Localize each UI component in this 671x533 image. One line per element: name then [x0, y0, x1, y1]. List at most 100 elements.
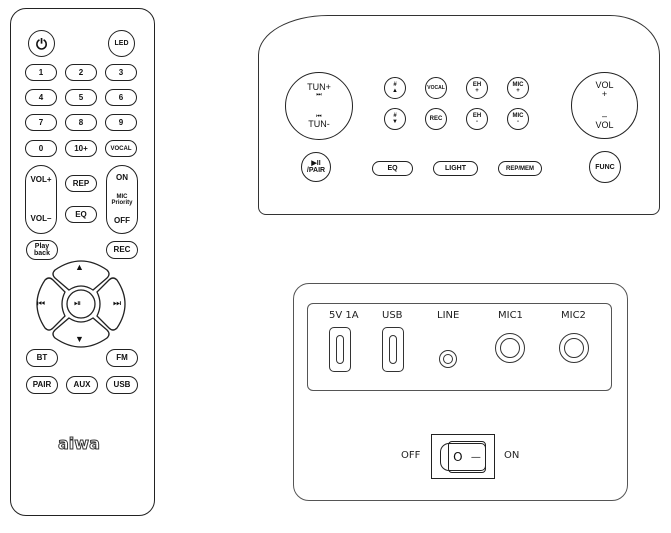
number-3-button[interactable]: 3	[105, 64, 137, 81]
power-switch[interactable]: O —	[431, 434, 495, 479]
mic-priority-rocker[interactable]: ON MIC Priority OFF	[106, 165, 138, 234]
tun-plus-label: TUN+	[307, 82, 331, 92]
port-label-mic2: MIC2	[561, 310, 586, 321]
play-pause-button[interactable]: ⏯	[74, 298, 82, 308]
fm-button[interactable]: FM	[106, 349, 138, 367]
pair-button[interactable]: PAIR	[26, 376, 58, 394]
power-button[interactable]: ⏻	[28, 30, 55, 57]
vol-minus-button[interactable]: VOL–	[30, 214, 52, 223]
vol-minus-group[interactable]: – VOL	[595, 112, 613, 130]
aiwa-logo: aiwa	[58, 434, 101, 454]
mic-on-button[interactable]: ON	[116, 173, 128, 182]
vol-plus-group[interactable]: VOL +	[595, 81, 613, 99]
vol-plus-button[interactable]: VOL+	[30, 175, 52, 184]
mic1-jack[interactable]	[495, 333, 525, 363]
label: REC	[113, 245, 131, 254]
label: REC	[429, 116, 443, 122]
next-track-button[interactable]: ⏭	[113, 298, 122, 308]
plus-sign: +	[475, 88, 479, 94]
light-button[interactable]: LIGHT	[433, 161, 478, 176]
label: USB	[113, 380, 131, 389]
usb-button[interactable]: USB	[106, 376, 138, 394]
off-symbol: O	[453, 450, 463, 464]
tun-minus-group[interactable]: ⏮ TUN-	[308, 114, 330, 129]
label: 3	[118, 67, 124, 77]
previous-track-button[interactable]: ⏮	[37, 298, 46, 308]
volume-rocker[interactable]: VOL+ VOL–	[25, 165, 57, 234]
volume-dial[interactable]: VOL + – VOL	[571, 72, 638, 139]
playback-button[interactable]: Play back	[26, 240, 58, 260]
aux-button[interactable]: AUX	[66, 376, 98, 394]
hash-icon: #	[393, 82, 397, 88]
eq-button-panel[interactable]: EQ	[372, 161, 413, 176]
label: EQ	[75, 209, 87, 219]
mic-minus-button[interactable]: MIC -	[507, 108, 529, 130]
minus-sign: –	[601, 111, 607, 121]
back-panel	[293, 283, 628, 501]
vocal-button[interactable]: VOCAL	[105, 140, 137, 157]
port-label-5v1a: 5V 1A	[329, 310, 359, 321]
label: VOCAL	[110, 145, 132, 152]
rec-button[interactable]: REC	[106, 241, 138, 259]
rec-button-panel[interactable]: REC	[425, 108, 447, 130]
eh-minus-button[interactable]: EH -	[466, 108, 488, 130]
label: EH	[472, 113, 482, 119]
mic-off-button[interactable]: OFF	[114, 216, 130, 225]
number-6-button[interactable]: 6	[105, 89, 137, 106]
on-symbol: —	[470, 451, 481, 463]
previous-track-icon: ⏮	[316, 114, 322, 120]
switch-on-label: ON	[504, 450, 520, 461]
dpad-up-button[interactable]: ▲	[75, 262, 84, 272]
hash-icon: #	[393, 113, 397, 119]
label: PAIR	[32, 380, 52, 389]
number-4-button[interactable]: 4	[25, 89, 57, 106]
play-pause-pair-button[interactable]: ▶II /PAIR	[301, 152, 331, 182]
tun-plus-group[interactable]: TUN+ ⏭	[307, 82, 331, 99]
func-button[interactable]: FUNC	[589, 151, 621, 183]
mic-priority-label: MIC Priority	[111, 194, 132, 206]
tuning-dial[interactable]: TUN+ ⏭ ⏮ TUN-	[285, 72, 353, 140]
number-0-button[interactable]: 0	[25, 140, 57, 157]
dpad-down-button[interactable]: ▼	[75, 334, 84, 344]
number-7-button[interactable]: 7	[25, 114, 57, 131]
mic-plus-button[interactable]: MIC +	[507, 77, 529, 99]
number-10-plus-button[interactable]: 10+	[65, 140, 97, 157]
label: EH	[472, 82, 482, 88]
dpad: ▲ ▼ ⏮ ⏭ ⏯	[31, 256, 131, 352]
vol-label-bottom: VOL	[595, 120, 614, 130]
label-line1: Play	[34, 243, 50, 250]
label-line2: back	[34, 250, 50, 257]
number-5-button[interactable]: 5	[65, 89, 97, 106]
vocal-button[interactable]: VOCAL	[425, 77, 447, 99]
minus-sign: -	[517, 119, 519, 125]
number-9-button[interactable]: 9	[105, 114, 137, 131]
switch-rocker[interactable]: O —	[448, 441, 486, 473]
label: 9	[118, 117, 124, 127]
preset-up-button[interactable]: # ▲	[384, 77, 406, 99]
number-2-button[interactable]: 2	[65, 64, 97, 81]
label: 2	[78, 67, 84, 77]
mic2-jack[interactable]	[559, 333, 589, 363]
up-arrow-icon: ▲	[392, 88, 398, 94]
rep-button[interactable]: REP	[65, 175, 97, 192]
eq-button[interactable]: EQ	[65, 206, 97, 223]
label: 5	[78, 92, 84, 102]
usb-c-power-port[interactable]	[329, 327, 351, 372]
preset-down-button[interactable]: # ▼	[384, 108, 406, 130]
rep-mem-button[interactable]: REP/MEM	[498, 161, 542, 176]
eh-plus-button[interactable]: EH +	[466, 77, 488, 99]
led-button[interactable]: LED	[108, 30, 135, 57]
play-pause-icon: ▶II	[311, 160, 321, 167]
label: FUNC	[595, 163, 615, 171]
plus-sign: +	[516, 88, 520, 94]
number-8-button[interactable]: 8	[65, 114, 97, 131]
led-label: LED	[114, 40, 129, 47]
line-in-jack[interactable]	[439, 350, 457, 368]
label: 4	[38, 92, 44, 102]
bt-button[interactable]: BT	[26, 349, 58, 367]
power-icon: ⏻	[35, 35, 48, 52]
label: FM	[116, 353, 128, 362]
usb-c-data-port[interactable]	[382, 327, 404, 372]
number-1-button[interactable]: 1	[25, 64, 57, 81]
label: MIC	[512, 82, 524, 88]
